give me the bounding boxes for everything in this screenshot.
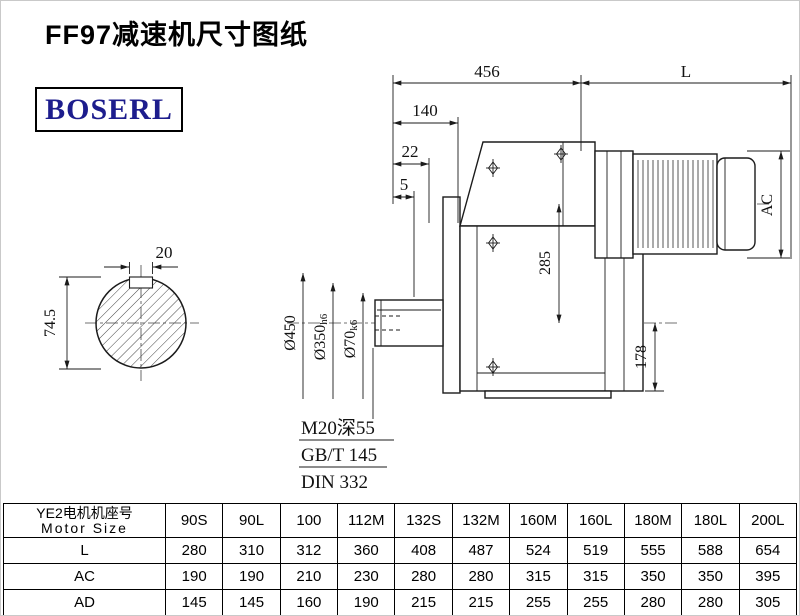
header-cell: 180M xyxy=(623,503,683,538)
table-row: AD 145 145 160 190 215 215 255 255 280 2… xyxy=(3,589,798,615)
table-cell: 255 xyxy=(566,589,625,615)
dim-140-label: 140 xyxy=(412,101,438,120)
table-cell: 310 xyxy=(222,537,281,564)
table-cell: 315 xyxy=(566,563,625,590)
dim-5-label: 5 xyxy=(400,175,409,194)
header-motor-size-en: Motor Size xyxy=(41,520,128,536)
output-shaft xyxy=(374,299,444,347)
shaft-section-circle xyxy=(95,277,187,369)
table-cell: 190 xyxy=(222,563,281,590)
page-title: FF97减速机尺寸图纸 xyxy=(45,20,309,50)
mounting-flange xyxy=(442,196,461,394)
dim-spigot-label: Ø350h6 xyxy=(312,313,330,360)
table-cell: 230 xyxy=(337,563,396,590)
dim-140: 140 xyxy=(393,101,459,223)
shaft-section-view: 20 74.5 xyxy=(42,243,199,381)
table-cell: 312 xyxy=(279,537,339,564)
table-cell: 190 xyxy=(337,589,396,615)
table-cell: 588 xyxy=(681,537,740,564)
motor-size-table: YE2电机机座号 Motor Size 90S 90L 100 112M 132… xyxy=(3,503,798,615)
dim-22-label: 22 xyxy=(402,142,419,161)
dim-shaft-dia-label: Ø70k6 xyxy=(342,319,360,358)
header-cell: 180L xyxy=(681,503,740,538)
gearbox-main-view xyxy=(287,141,769,399)
table-cell: 360 xyxy=(337,537,396,564)
table-cell: 215 xyxy=(394,589,453,615)
note-standard-din: DIN 332 xyxy=(301,472,368,493)
dim-shaft-dia: Ø70k6 xyxy=(342,293,366,399)
table-cell: 555 xyxy=(623,537,683,564)
header-motor-size: YE2电机机座号 Motor Size xyxy=(3,503,166,538)
motor-flange xyxy=(594,150,634,259)
shaft-end-notes: M20深55 GB/T 145 DIN 332 xyxy=(299,348,394,493)
table-cell: 280 xyxy=(623,589,683,615)
table-cell: 280 xyxy=(681,589,740,615)
table-cell: 315 xyxy=(509,563,568,590)
table-cell: 215 xyxy=(451,589,511,615)
dim-285: 285 xyxy=(537,204,562,323)
dimension-drawing: 20 74.5 xyxy=(42,62,792,493)
table-cell: 408 xyxy=(394,537,453,564)
row-label: AC xyxy=(3,563,166,590)
dim-total-length: 456 xyxy=(392,62,582,204)
table-cell: 350 xyxy=(681,563,740,590)
dim-motor-length: L xyxy=(581,62,792,259)
table-cell: 350 xyxy=(623,563,683,590)
row-label: AD xyxy=(3,589,166,615)
table-cell: 145 xyxy=(222,589,281,615)
brand-logo: BOSERL xyxy=(35,87,183,132)
note-tapped-hole: M20深55 xyxy=(301,417,375,439)
dim-L-label: L xyxy=(681,62,691,81)
table-cell: 524 xyxy=(509,537,568,564)
note-standard-gb: GB/T 145 xyxy=(301,445,377,466)
header-cell: 90S xyxy=(164,503,224,538)
dim-key-width-label: 20 xyxy=(156,243,173,262)
dim-285-label: 285 xyxy=(537,251,554,275)
table-row: AC 190 190 210 230 280 280 315 315 350 3… xyxy=(3,563,798,590)
table-cell: 487 xyxy=(451,537,511,564)
table-cell: 395 xyxy=(738,563,798,590)
table-cell: 280 xyxy=(164,537,224,564)
dim-flange-od-label: Ø450 xyxy=(282,315,299,351)
dim-key-height: 74.5 xyxy=(42,276,101,370)
header-cell: 160M xyxy=(509,503,568,538)
header-cell: 200L xyxy=(738,503,798,538)
table-cell: 280 xyxy=(451,563,511,590)
motor-fins xyxy=(636,160,714,248)
table-cell: 145 xyxy=(164,589,224,615)
table-cell: 255 xyxy=(509,589,568,615)
table-row: L 280 310 312 360 408 487 524 519 555 58… xyxy=(3,537,798,564)
brand-logo-text: BOSERL xyxy=(45,92,173,126)
table-cell: 190 xyxy=(164,563,224,590)
table-cell: 519 xyxy=(566,537,625,564)
upper-housing xyxy=(459,141,596,227)
housing-base xyxy=(484,390,612,399)
header-cell: 100 xyxy=(279,503,339,538)
header-cell: 132S xyxy=(394,503,453,538)
dim-key-width: 20 xyxy=(104,243,178,274)
table-cell: 305 xyxy=(738,589,798,615)
table-cell: 210 xyxy=(279,563,339,590)
header-motor-size-cn: YE2电机机座号 xyxy=(36,505,133,521)
header-cell: 132M xyxy=(451,503,511,538)
dim-AC-label: AC xyxy=(759,194,776,216)
dim-5: 5 xyxy=(393,175,415,297)
dim-22: 22 xyxy=(393,142,430,223)
dim-key-height-label: 74.5 xyxy=(42,309,59,337)
fan-cover xyxy=(716,157,756,251)
dim-flange-od: Ø450 xyxy=(282,273,306,399)
dim-178: 178 xyxy=(633,323,664,392)
dim-AC: AC xyxy=(747,150,790,259)
dim-spigot: Ø350h6 xyxy=(312,283,336,399)
row-label: L xyxy=(3,537,166,564)
header-cell: 112M xyxy=(337,503,396,538)
table-cell: 654 xyxy=(738,537,798,564)
dim-456-label: 456 xyxy=(474,62,500,81)
dim-178-label: 178 xyxy=(633,345,650,369)
table-cell: 280 xyxy=(394,563,453,590)
header-cell: 160L xyxy=(566,503,625,538)
table-cell: 160 xyxy=(279,589,339,615)
header-cell: 90L xyxy=(222,503,281,538)
keyway-notch xyxy=(128,276,154,289)
